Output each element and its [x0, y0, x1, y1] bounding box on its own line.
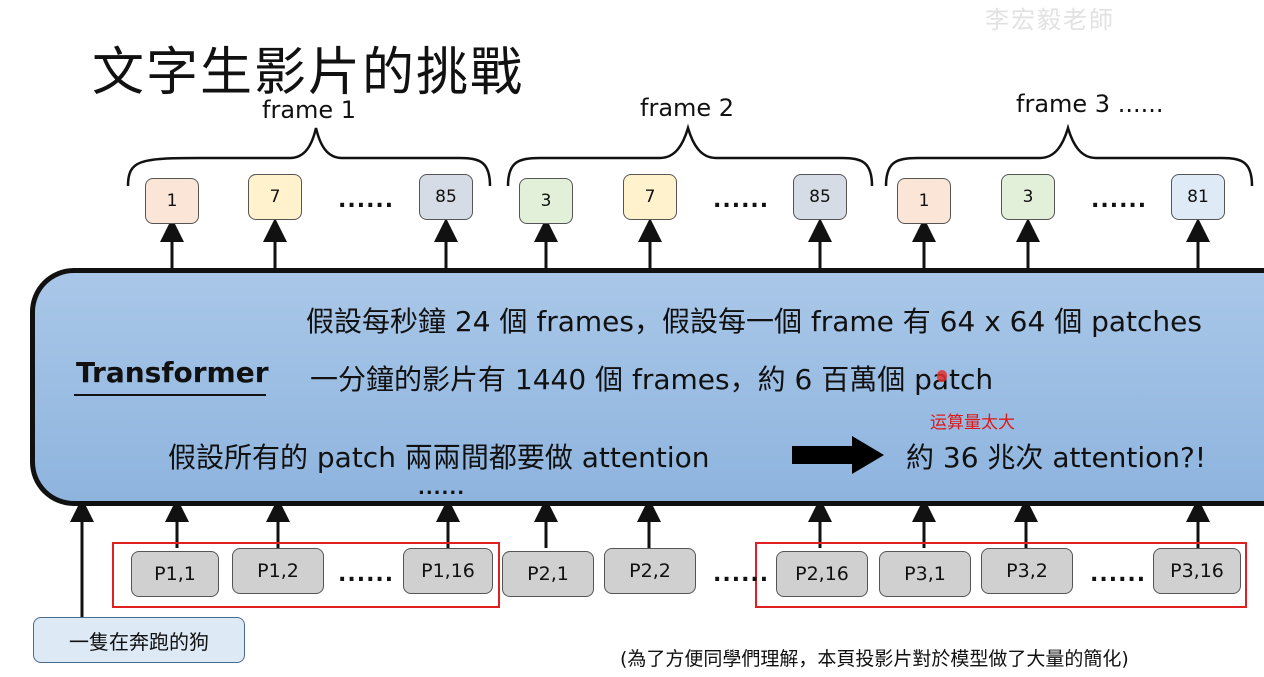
transformer-line-2: 一分鐘的影片有 1440 個 frames，約 6 百萬個 patch — [310, 363, 994, 396]
input-arrows — [70, 498, 1210, 617]
output-token: 3 — [519, 178, 573, 224]
transformer-bottom-ellipsis: ...... — [418, 478, 466, 499]
frame-3-ellipsis: ...... — [1091, 188, 1148, 213]
patch-group-highlight-2 — [755, 542, 1247, 608]
output-token: 7 — [248, 174, 302, 220]
compute-warning: 运算量太大 — [930, 413, 1015, 433]
transformer-line-3-left: 假設所有的 patch 兩兩間都要做 attention — [168, 441, 710, 474]
frame-1-brace — [126, 127, 492, 187]
text-prompt-box: 一隻在奔跑的狗 — [33, 617, 245, 663]
patch-token: P3,16 — [1153, 548, 1241, 594]
patch-token: P1,1 — [131, 551, 219, 597]
frame-2-label: frame 2 — [640, 94, 735, 122]
transformer-line-3-right: 約 36 兆次 attention?! — [906, 441, 1207, 474]
transformer-line-1: 假設每秒鐘 24 個 frames，假設每一個 frame 有 64 x 64 … — [306, 305, 1202, 338]
output-token: 7 — [623, 174, 677, 220]
watermark: 李宏毅老師 — [985, 6, 1115, 34]
output-arrows — [160, 218, 1210, 270]
transformer-block — [30, 268, 1264, 506]
frame-2-brace — [506, 123, 874, 187]
transformer-label: Transformer — [76, 356, 269, 389]
transformer-label-underline — [74, 394, 266, 396]
output-token: 3 — [1001, 174, 1055, 220]
patch-token: P2,16 — [776, 551, 868, 597]
frame-3-label: frame 3 ...... — [1016, 90, 1164, 118]
pointer-dot — [937, 370, 947, 382]
frame-1-ellipsis: ...... — [338, 188, 395, 213]
slide-title: 文字生影片的挑戰 — [92, 43, 525, 103]
patch-token: P2,2 — [604, 548, 696, 594]
output-token: 85 — [793, 174, 847, 220]
patch-group-highlight-1 — [112, 542, 500, 608]
frame-3-brace — [884, 123, 1254, 187]
frame-2-ellipsis: ...... — [713, 188, 770, 213]
patch-token: P3,1 — [879, 551, 971, 597]
output-token: 81 — [1171, 174, 1225, 220]
simplification-note: (為了方便同學們理解，本頁投影片對於模型做了大量的簡化) — [620, 648, 1129, 670]
patch-token: P1,2 — [232, 548, 324, 594]
patch-group-2-ellipsis: ...... — [713, 562, 770, 587]
patch-token: P3,2 — [981, 548, 1073, 594]
output-token: 1 — [897, 178, 951, 224]
frame-1-label: frame 1 — [262, 96, 357, 124]
output-token: 1 — [145, 178, 199, 224]
patch-token: P1,16 — [403, 548, 493, 594]
output-token: 85 — [419, 174, 473, 220]
patch-group-3-ellipsis: ...... — [1090, 562, 1147, 587]
patch-token: P2,1 — [502, 551, 594, 597]
patch-group-1-ellipsis: ...... — [338, 562, 395, 587]
